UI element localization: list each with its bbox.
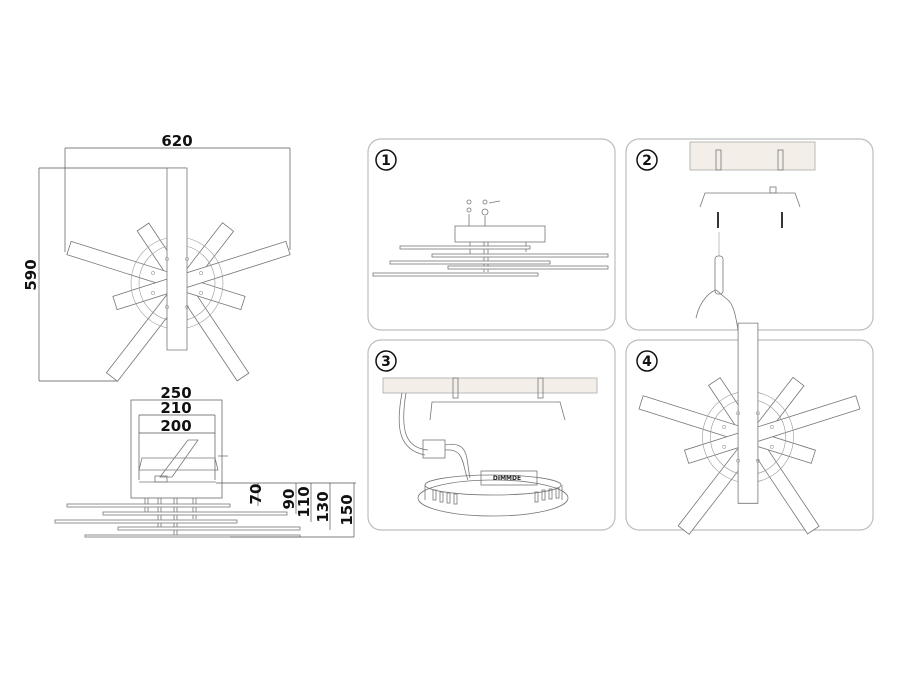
- driver-label: DIMMDE: [493, 475, 521, 482]
- diagonal-bar: [708, 377, 820, 535]
- dim-label-130: 130: [314, 491, 332, 522]
- ceiling: [382, 377, 598, 394]
- wall-plug: [452, 377, 459, 399]
- vertical-bar: [737, 322, 759, 504]
- mounting-hole: [165, 257, 169, 261]
- wall-plug: [537, 377, 544, 399]
- mounting-hole: [722, 425, 727, 430]
- cross-bracket: [159, 439, 199, 478]
- wall-plug: [777, 149, 784, 171]
- mounting-hole: [736, 458, 741, 463]
- driver-top: [424, 474, 562, 496]
- step-number: 2: [642, 153, 652, 169]
- fixture-top-star: [66, 167, 291, 382]
- mounting-hole: [755, 411, 760, 416]
- canopy-box: [454, 225, 546, 243]
- driver-base: [417, 479, 569, 517]
- screwdriver-handle: [714, 255, 724, 295]
- mains-wires: [398, 392, 429, 456]
- step-number: 4: [642, 354, 652, 370]
- hand: [695, 289, 739, 331]
- step-number-badge: [375, 350, 397, 372]
- mounting-bracket: [699, 192, 801, 208]
- dim-label-90: 90: [280, 489, 298, 510]
- dim-label-200: 200: [160, 417, 191, 435]
- vertical-bar: [166, 167, 188, 351]
- mounting-hole: [151, 291, 155, 295]
- canopy-outline-250: [130, 399, 223, 499]
- mounting-hole: [185, 305, 189, 309]
- dim-label-250: 250: [160, 384, 191, 402]
- dim-label-150: 150: [338, 494, 356, 525]
- light-bars: [372, 245, 609, 277]
- step-2-panel: 2: [625, 138, 874, 331]
- top-view: 620 590: [22, 132, 291, 382]
- height-dim-lines: [230, 483, 355, 538]
- fasteners: [466, 199, 501, 226]
- step-number: 1: [381, 153, 391, 169]
- step-number-badge: [636, 350, 658, 372]
- mounting-hole: [736, 411, 741, 416]
- wall-plug: [715, 149, 722, 171]
- step-4-panel: 4: [625, 322, 874, 535]
- width-label: 620: [161, 132, 192, 150]
- mounting-hole: [165, 305, 169, 309]
- mounting-hole: [199, 271, 203, 275]
- mounting-hole: [185, 257, 189, 261]
- side-view: 250 210 200 7: [54, 384, 356, 538]
- mounting-hole: [755, 458, 760, 463]
- height-label: 590: [22, 259, 40, 290]
- step-number: 3: [381, 354, 391, 370]
- mounting-hole: [722, 444, 727, 449]
- light-bars-side: [54, 503, 301, 538]
- driver-wires: [444, 443, 471, 481]
- mounting-hole: [769, 444, 774, 449]
- mounting-hole: [199, 291, 203, 295]
- driver-label-box: [480, 470, 538, 486]
- bracket-screw: [769, 186, 777, 194]
- step-number-badge: [636, 149, 658, 171]
- mounting-hole: [151, 271, 155, 275]
- mounting-hole: [769, 425, 774, 430]
- dim-label-110: 110: [295, 486, 313, 517]
- step-number-badge: [375, 149, 397, 171]
- step-1-panel: 1: [367, 138, 616, 331]
- driver-sides: [424, 485, 563, 500]
- diagonal-bar: [136, 222, 250, 382]
- ceiling: [689, 141, 816, 171]
- step-3-panel: 3 DIMMDE: [367, 339, 616, 531]
- terminal-block: [422, 439, 446, 459]
- vent-slots: [432, 487, 560, 505]
- dim-label-210: 210: [160, 399, 191, 417]
- mounting-bracket: [429, 401, 566, 421]
- dim-label-70: 70: [247, 484, 265, 505]
- mounting-bracket: [138, 457, 219, 471]
- fixture-assembled-star: [638, 322, 861, 535]
